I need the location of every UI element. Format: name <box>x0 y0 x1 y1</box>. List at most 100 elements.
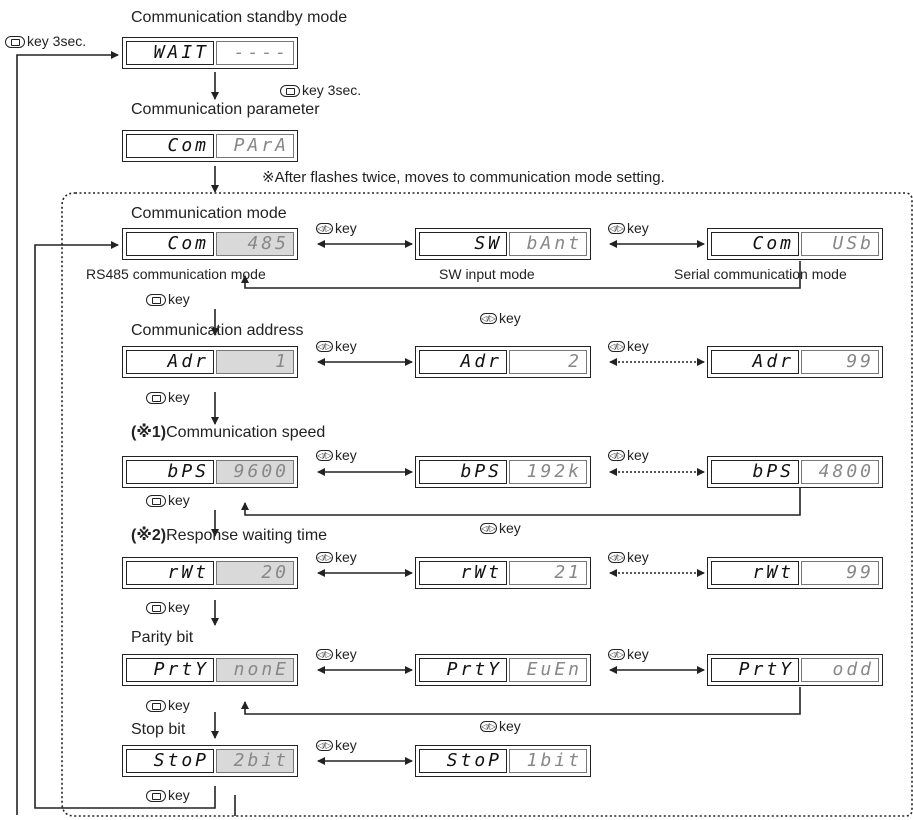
flashes-note: ※After flashes twice, moves to communica… <box>262 169 665 186</box>
display-right: 21 <box>509 561 587 585</box>
standby-title: Communication standby mode <box>131 9 348 26</box>
display-left: Com <box>126 232 214 256</box>
lr-key-label: ◁/▷key <box>480 310 521 326</box>
lr-key-label: ◁/▷key <box>316 338 357 354</box>
display-left: StoP <box>126 749 214 773</box>
display-right: 1 <box>216 350 294 374</box>
caption-sw: SW input mode <box>439 266 535 282</box>
display-right: bAnt <box>509 232 587 256</box>
stop-title: Stop bit <box>131 721 186 738</box>
display-left: rWt <box>711 561 799 585</box>
return-loop-inner <box>34 241 216 809</box>
display-right: 192k <box>509 460 587 484</box>
wait-footnote-mark: (※2) <box>131 527 167 544</box>
set-key-label: key <box>146 599 190 615</box>
display-right: 4800 <box>801 460 879 484</box>
display-left: bPS <box>126 460 214 484</box>
return-loop-outer <box>16 51 119 815</box>
left-right-key-icon: ◁/▷ <box>316 552 333 564</box>
display-right: 99 <box>801 350 879 374</box>
display-left: PrtY <box>126 658 214 682</box>
bps-display-192k: bPS 192k <box>415 456 591 488</box>
display-left: PrtY <box>419 658 507 682</box>
display-right: PArA <box>216 134 294 158</box>
parity-title: Parity bit <box>131 629 194 646</box>
speed-title: (※1)Communication speed <box>131 425 325 441</box>
stop-display-2bit: StoP 2bit <box>122 745 298 777</box>
set-key-label: key <box>146 697 190 713</box>
display-left: Com <box>711 232 799 256</box>
display-right: 2 <box>509 350 587 374</box>
display-left: Adr <box>711 350 799 374</box>
lr-key-label: ◁/▷key <box>480 520 521 536</box>
display-left: StoP <box>419 749 507 773</box>
left-right-key-icon: ◁/▷ <box>480 523 497 535</box>
left-right-key-icon: ◁/▷ <box>316 223 333 235</box>
display-left: SW <box>419 232 507 256</box>
address-title: Communication address <box>131 322 304 339</box>
stop-display-1bit: StoP 1bit <box>415 745 591 777</box>
key-3sec-note-mid: key 3sec. <box>280 82 361 98</box>
left-right-key-icon: ◁/▷ <box>608 450 625 462</box>
display-right: 99 <box>801 561 879 585</box>
left-right-key-icon: ◁/▷ <box>316 740 333 752</box>
mode-title: Communication mode <box>131 205 287 222</box>
param-display: Com PArA <box>122 130 298 162</box>
bps-display-4800: bPS 4800 <box>707 456 883 488</box>
display-left: bPS <box>711 460 799 484</box>
display-left: Adr <box>419 350 507 374</box>
lr-key-label: ◁/▷key <box>608 220 649 236</box>
set-key-label: key <box>146 389 190 405</box>
lr-key-label: ◁/▷key <box>316 549 357 565</box>
speed-title-text: Communication speed <box>166 424 326 441</box>
left-right-key-icon: ◁/▷ <box>608 223 625 235</box>
mode-display-sw: SW bAnt <box>415 228 591 260</box>
mode-display-485: Com 485 <box>122 228 298 260</box>
rwt-display-99: rWt 99 <box>707 557 883 589</box>
left-right-key-icon: ◁/▷ <box>480 313 497 325</box>
display-right: 9600 <box>216 460 294 484</box>
addr-display-99: Adr 99 <box>707 346 883 378</box>
lr-key-label: ◁/▷key <box>316 737 357 753</box>
display-left: WAIT <box>126 41 214 65</box>
set-key-label: key <box>146 291 190 307</box>
left-right-key-icon: ◁/▷ <box>316 649 333 661</box>
set-key-icon <box>280 85 300 98</box>
display-right: 485 <box>216 232 294 256</box>
lr-key-label: ◁/▷key <box>316 447 357 463</box>
rwt-display-21: rWt 21 <box>415 557 591 589</box>
set-key-label: key <box>146 492 190 508</box>
lr-key-label: ◁/▷key <box>608 447 649 463</box>
set-key-icon <box>5 36 25 49</box>
set-key-icon <box>146 790 166 803</box>
display-left: rWt <box>419 561 507 585</box>
lr-key-label: ◁/▷key <box>608 338 649 354</box>
display-right: 20 <box>216 561 294 585</box>
set-key-icon <box>146 700 166 713</box>
display-left: Com <box>126 134 214 158</box>
display-left: PrtY <box>711 658 799 682</box>
wait-title: (※2)Response waiting time <box>131 528 327 544</box>
caption-serial: Serial communication mode <box>674 266 847 282</box>
set-key-label: key <box>146 787 190 803</box>
param-title: Communication parameter <box>131 101 320 118</box>
left-right-key-icon: ◁/▷ <box>608 649 625 661</box>
bps-display-9600: bPS 9600 <box>122 456 298 488</box>
display-right: 2bit <box>216 749 294 773</box>
lr-key-label: ◁/▷key <box>480 718 521 734</box>
display-right: USb <box>801 232 879 256</box>
display-right: 1bit <box>509 749 587 773</box>
left-right-key-icon: ◁/▷ <box>316 341 333 353</box>
left-right-key-icon: ◁/▷ <box>608 341 625 353</box>
rwt-display-20: rWt 20 <box>122 557 298 589</box>
display-left: bPS <box>419 460 507 484</box>
set-key-icon <box>146 392 166 405</box>
addr-display-2: Adr 2 <box>415 346 591 378</box>
set-key-icon <box>146 495 166 508</box>
lr-key-label: ◁/▷key <box>608 549 649 565</box>
left-right-key-icon: ◁/▷ <box>316 450 333 462</box>
display-left: rWt <box>126 561 214 585</box>
lr-key-label: ◁/▷key <box>608 646 649 662</box>
set-key-icon <box>146 602 166 615</box>
